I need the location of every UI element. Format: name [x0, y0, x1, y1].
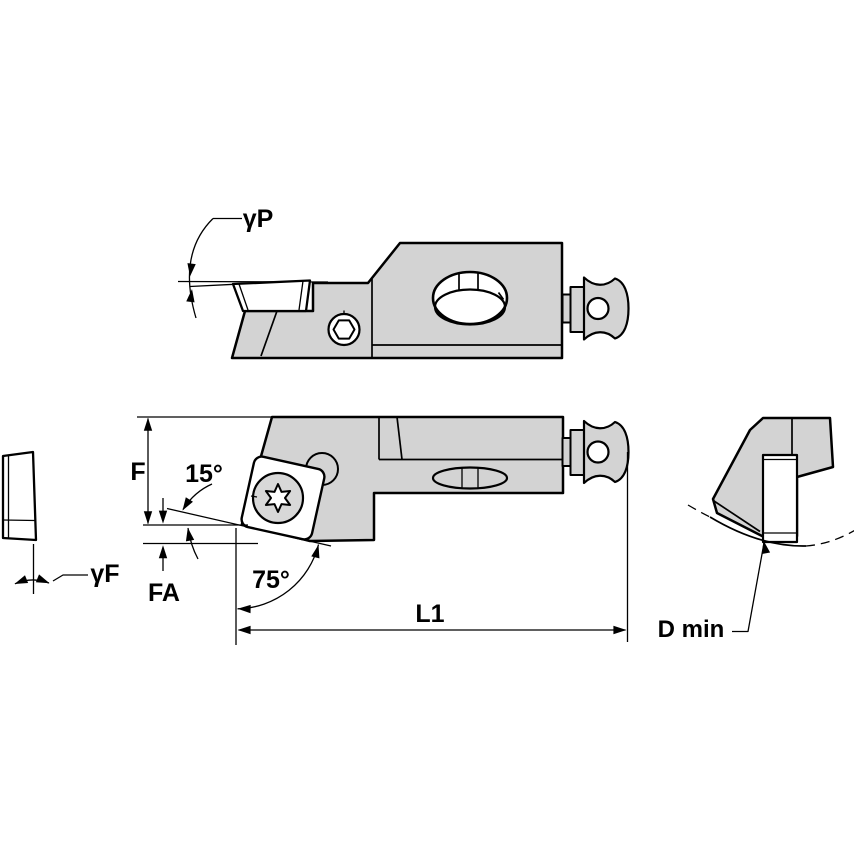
label-15-degrees: 15°: [185, 460, 223, 488]
rake-face-extension-line: [189, 283, 235, 288]
pocket-edge-line: [260, 310, 278, 357]
adjust-screw-neck-1-front: [561, 437, 572, 467]
insert-end-profile: [1, 450, 38, 542]
adjust-screw-neck-2-front: [569, 429, 585, 476]
insert-screw-tick: [250, 495, 258, 498]
torx-socket-icon: [264, 483, 292, 513]
insert-edge-inner-left: [238, 283, 249, 311]
side-elevation-view: [177, 217, 630, 360]
bore-circle-dashed-right: [805, 529, 854, 547]
insert-end-view: [1, 450, 88, 594]
insert-side-profile: [231, 279, 312, 313]
adjust-screw-hole: [586, 296, 610, 321]
bore-circle-dashed-left: [687, 504, 711, 518]
mounting-slot-counterbore: [431, 270, 509, 326]
label-gamma-p: γP: [243, 205, 274, 233]
label-fa: FA: [148, 579, 180, 607]
insert-edge-inner-right: [298, 280, 304, 311]
drawing-root: γP F 15° 75° FA γF L1 D min: [1, 205, 854, 645]
bore-surface-arc: [709, 516, 807, 547]
label-f: F: [130, 458, 145, 486]
label-75-degrees: 75°: [252, 566, 290, 594]
d-min-leader-line: [732, 542, 765, 633]
gamma-p-angle-arc: [188, 218, 214, 319]
section-base-band-line: [713, 500, 761, 533]
adjust-screw-neck-1: [561, 293, 572, 324]
slot-detail-tick: [497, 292, 505, 300]
front-view: [166, 415, 630, 547]
dimension-annotations: [137, 416, 629, 645]
insert-end-face-line: [2, 519, 36, 522]
insert-section-profile: [761, 453, 799, 544]
head-chamfer-line: [396, 416, 403, 460]
drawing-labels: γP F 15° 75° FA γF L1 D min: [90, 205, 724, 643]
mounting-slot-through-hole: [433, 288, 507, 326]
angle75-arc: [237, 544, 320, 610]
mounting-slot-front: [431, 466, 509, 490]
adjust-screw-hole-front: [586, 440, 610, 464]
hex-socket-icon: [332, 319, 356, 340]
label-gamma-f: γF: [90, 560, 119, 588]
bore-section-view: [687, 416, 854, 633]
label-l1: L1: [415, 600, 444, 628]
adjust-screw-neck-2: [569, 286, 585, 333]
gamma-f-leader-line: [52, 574, 88, 582]
label-d-min: D min: [658, 616, 725, 643]
